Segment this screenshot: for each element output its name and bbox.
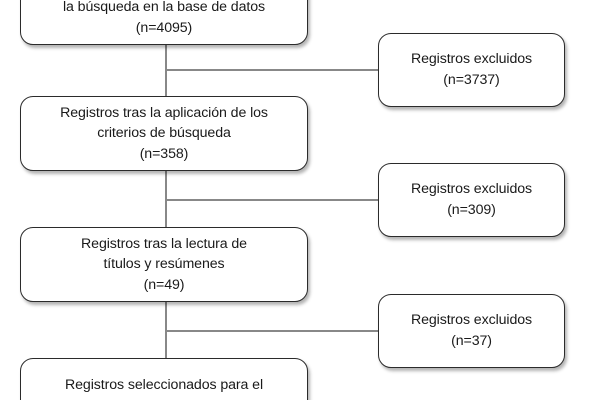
connector-horizontal-excluded-2 [165, 199, 379, 201]
flow-node-identificacion: la búsqueda en la base de datos (n=4095) [20, 0, 308, 45]
flow-node-excluidos-1-label: Registros excluidos (n=3737) [410, 51, 533, 88]
connector-horizontal-excluded-3 [165, 330, 379, 332]
connector-horizontal-excluded-1 [165, 69, 379, 71]
flow-node-titulos-resumenes: Registros tras la lectura de títulos y r… [20, 227, 308, 302]
flow-node-excluidos-2-label: Registros excluidos (n=309) [410, 181, 533, 218]
flow-node-criterios-busqueda-label: Registros tras la aplicación de los crit… [60, 104, 268, 162]
flow-node-excluidos-3-label: Registros excluidos (n=37) [410, 312, 533, 349]
flow-node-excluidos-3: Registros excluidos (n=37) [378, 294, 565, 368]
flow-node-seleccionados-analisis-label: Registros seleccionados para el análisis [65, 377, 263, 400]
connector-vertical-1 [165, 45, 167, 97]
flow-node-criterios-busqueda: Registros tras la aplicación de los crit… [20, 96, 308, 171]
flow-node-identificacion-label: la búsqueda en la base de datos (n=4095) [63, 0, 265, 36]
flow-node-titulos-resumenes-label: Registros tras la lectura de títulos y r… [81, 235, 247, 293]
flow-node-seleccionados-analisis: Registros seleccionados para el análisis [20, 358, 308, 400]
flow-node-excluidos-1: Registros excluidos (n=3737) [378, 33, 565, 107]
flow-node-excluidos-2: Registros excluidos (n=309) [378, 163, 565, 237]
